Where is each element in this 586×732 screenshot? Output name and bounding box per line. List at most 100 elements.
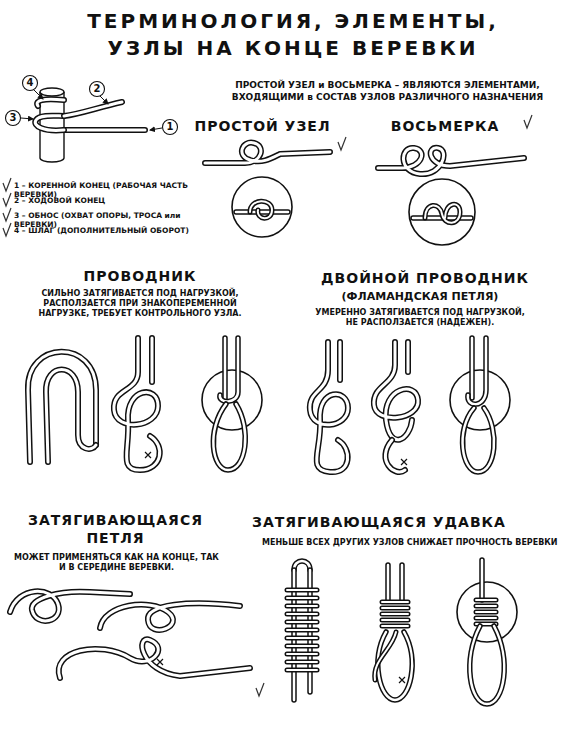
check-mark <box>3 223 11 236</box>
rope <box>46 370 96 463</box>
rope-core <box>382 607 408 609</box>
rope-outline <box>375 632 396 680</box>
rope-outline <box>468 338 486 404</box>
rope-outline <box>382 624 408 629</box>
rope-core <box>236 211 288 214</box>
rope-core <box>35 116 64 131</box>
rope <box>236 212 288 213</box>
knot-heading: ПРОСТОЙ УЗЕЛ <box>180 118 345 135</box>
rope <box>476 612 496 613</box>
rope <box>482 560 483 600</box>
rope <box>382 614 408 615</box>
rope-outline <box>205 143 330 163</box>
rope-core <box>59 639 250 678</box>
rope <box>476 600 496 601</box>
rope <box>425 204 460 222</box>
rope <box>59 639 250 678</box>
rope-outline <box>374 342 418 440</box>
rope-core <box>387 565 390 600</box>
rope-outline <box>37 99 64 106</box>
rope-core <box>213 404 245 470</box>
rope <box>10 591 130 621</box>
rope-outline <box>470 626 504 704</box>
rope <box>374 342 418 440</box>
view-circle <box>232 177 292 237</box>
rope-core <box>287 645 317 647</box>
rope-core <box>378 148 524 174</box>
leader-line <box>34 90 43 99</box>
check-mark <box>3 193 11 206</box>
rope-core <box>382 613 408 615</box>
rope-core <box>378 632 412 700</box>
rope-core <box>471 338 474 398</box>
rope-outline <box>382 618 408 623</box>
rope-core <box>401 565 404 600</box>
rope-outline <box>46 370 96 463</box>
rope <box>476 606 496 607</box>
rope-outline <box>149 338 155 382</box>
callout-circle <box>163 120 178 135</box>
rope <box>152 338 153 382</box>
rope-outline <box>35 116 64 131</box>
rope-core <box>224 338 227 400</box>
rope-core <box>476 605 496 607</box>
rope-core <box>481 560 484 600</box>
rope <box>402 565 403 600</box>
rope-outline <box>236 209 288 215</box>
rope-outline <box>222 338 228 400</box>
rope-core <box>287 597 317 599</box>
cross-mark <box>401 459 407 465</box>
rope-core <box>463 408 494 472</box>
rope-core <box>375 632 396 680</box>
rope-outline <box>287 604 317 609</box>
rope-outline <box>476 616 496 621</box>
rope-core <box>287 629 317 631</box>
rope-outline <box>10 591 130 621</box>
rope-outline <box>405 342 411 372</box>
rope <box>375 632 396 680</box>
knot-heading: ВОСЬМЕРКА <box>365 118 525 135</box>
page-title: ТЕРМИНОЛОГИЯ, ЭЛЕМЕНТЫ, УЗЛЫ НА КОНЦЕ ВЕ… <box>73 8 513 62</box>
rope <box>287 606 317 607</box>
intro-note: ПРОСТОЙ УЗЕЛ и ВОСЬМЕРКА – ЯВЛЯЮТСЯ ЭЛЕМ… <box>200 80 575 103</box>
rope <box>287 590 317 591</box>
knot-heading: ДВОЙНОЙ ПРОВОДНИК <box>290 270 560 287</box>
rope-outline <box>479 560 485 600</box>
rope <box>382 608 408 609</box>
rope-core <box>287 661 317 663</box>
rope <box>250 201 272 218</box>
callout-circle <box>6 111 21 126</box>
rope <box>287 630 317 631</box>
rope-core <box>294 561 310 570</box>
rope <box>287 646 317 647</box>
rope-core <box>205 143 330 163</box>
knot-description: МОЖЕТ ПРИМЕНЯТЬСЯ КАК НА КОНЦЕ, ТАК И В … <box>14 553 219 573</box>
leader-line <box>21 118 33 119</box>
rope <box>472 338 473 398</box>
rope-core <box>287 621 317 623</box>
rope-core <box>46 370 96 463</box>
rope-core <box>382 619 408 621</box>
rope-outline <box>250 201 272 218</box>
rope-outline <box>476 598 496 603</box>
rope-core <box>476 599 496 601</box>
rope-outline <box>294 561 310 570</box>
rope <box>476 618 496 619</box>
rope-core <box>10 591 130 621</box>
callout-number: 3 <box>5 111 21 125</box>
rope-core <box>220 338 238 401</box>
rope-outline <box>310 342 348 472</box>
rope <box>382 620 408 621</box>
rope-outline <box>287 588 317 593</box>
post-top <box>40 88 64 96</box>
rope <box>463 408 494 472</box>
rope-core <box>382 625 408 627</box>
leader-line <box>100 96 108 104</box>
callout-circle <box>23 76 38 91</box>
rope-outline <box>385 440 405 472</box>
rope-outline <box>382 612 408 617</box>
view-circle <box>409 179 475 245</box>
rope <box>382 602 408 603</box>
